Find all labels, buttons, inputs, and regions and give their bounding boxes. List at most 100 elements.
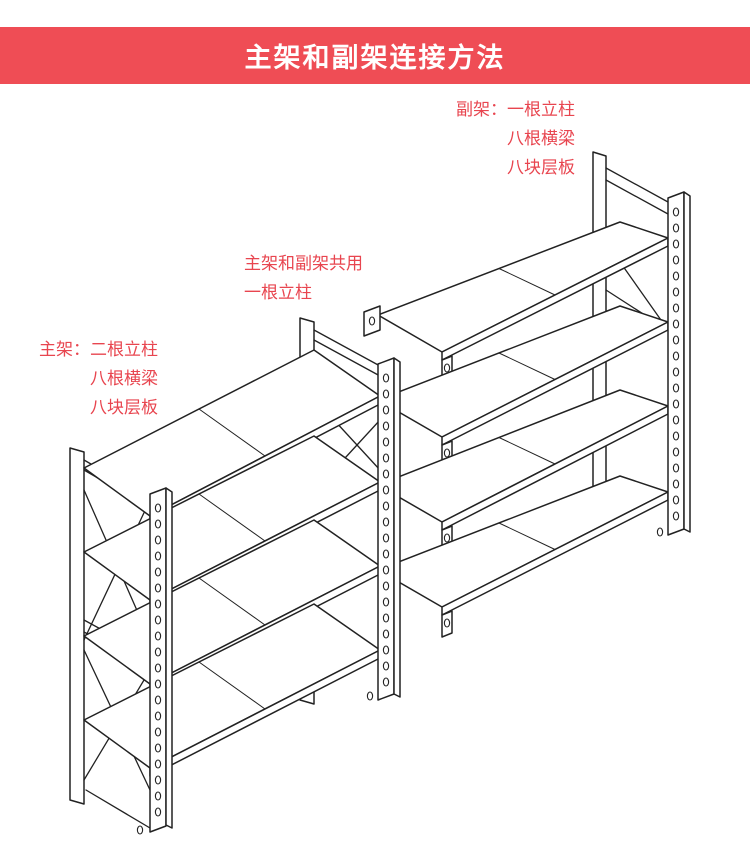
- secondary-front-post-slot: [672, 463, 680, 473]
- main-front-left-post-slot: [154, 535, 162, 545]
- shared-front-post-slot: [382, 629, 390, 639]
- annotation-line: 八块层板: [90, 398, 158, 418]
- secondary-front-post-slot: [672, 447, 680, 457]
- foot-bolt: [366, 691, 374, 701]
- secondary-front-post-slot: [672, 287, 680, 297]
- secondary-front-post-slot: [672, 223, 680, 233]
- secondary-shelf-1-seam: [498, 268, 556, 296]
- shared-front-post-slot: [382, 565, 390, 575]
- secondary-shelf-2-seam: [498, 352, 556, 380]
- shared-front-post-slot: [382, 405, 390, 415]
- bracket-hole: [443, 618, 451, 628]
- main-back-left-post: [69, 447, 85, 805]
- secondary-side-bar: [605, 179, 669, 215]
- annotation-line: 副架：一根立柱: [456, 100, 575, 120]
- foot-bolt: [136, 825, 144, 835]
- secondary-front-post-slot: [672, 303, 680, 313]
- shared-front-post-slot: [382, 437, 390, 447]
- shared-front-post-slot: [382, 533, 390, 543]
- main-shelf-2-seam: [198, 493, 266, 542]
- annotation-line: 八根横梁: [507, 129, 575, 149]
- secondary-front-post-slot: [672, 415, 680, 425]
- main-front-left-post-slot: [154, 551, 162, 561]
- main-front-left-post-slot: [154, 695, 162, 705]
- main-front-left-post-slot: [154, 663, 162, 673]
- secondary-front-post-slot: [672, 255, 680, 265]
- secondary-front-post-slot: [672, 495, 680, 505]
- main-front-left-post-slot: [154, 791, 162, 801]
- main-shelf-4-seam: [198, 661, 266, 710]
- shared-front-post-slot: [382, 373, 390, 383]
- shared-front-post-slot: [382, 661, 390, 671]
- secondary-front-post-slot: [672, 239, 680, 249]
- main-front-left-post-slot: [154, 599, 162, 609]
- main-front-left-post-slot: [154, 631, 162, 641]
- main-front-left-post-slot: [154, 711, 162, 721]
- page-title: 主架和副架连接方法: [244, 43, 506, 74]
- main-front-left-post-side: [165, 487, 173, 829]
- shared-front-post-slot: [382, 389, 390, 399]
- shared-front-post-slot: [382, 677, 390, 687]
- shared-front-post-slot: [382, 549, 390, 559]
- annotation-line: 主架：二根立柱: [39, 340, 158, 360]
- secondary-front-post-slot: [672, 479, 680, 489]
- shared-front-post-slot: [382, 469, 390, 479]
- secondary-front-post-slot: [672, 335, 680, 345]
- shared-front-post-slot: [382, 597, 390, 607]
- secondary-front-post-slot: [672, 431, 680, 441]
- main-front-left-post-slot: [154, 519, 162, 529]
- annotation-line: 一根立柱: [244, 283, 312, 303]
- main-front-left-post-slot: [154, 743, 162, 753]
- main-shelf-1-seam: [198, 408, 266, 457]
- main-front-left-post-slot: [154, 807, 162, 817]
- main-front-left-post-slot: [154, 775, 162, 785]
- shared-post-annotation: 主架和副架共用 一根立柱: [244, 250, 363, 308]
- secondary-frame-annotation: 副架：一根立柱 八根横梁 八块层板: [420, 96, 575, 183]
- main-front-left-post-slot: [154, 615, 162, 625]
- main-front-left-post-slot: [154, 759, 162, 769]
- secondary-front-post-slot: [672, 383, 680, 393]
- secondary-front-post-slot: [672, 271, 680, 281]
- main-front-left-post-slot: [154, 679, 162, 689]
- secondary-shelf-4-seam: [498, 522, 556, 550]
- main-front-left-post-slot: [154, 583, 162, 593]
- bracket-hole: [443, 448, 451, 458]
- annotation-line: 主架和副架共用: [244, 254, 363, 274]
- secondary-front-post-side: [683, 191, 691, 533]
- main-frame-annotation: 主架：二根立柱 八根横梁 八块层板: [10, 336, 158, 423]
- secondary-shelf-3-seam: [498, 437, 556, 465]
- main-front-left-post: [149, 487, 167, 833]
- main-front-left-post-slot: [154, 503, 162, 513]
- shared-front-post-side: [393, 357, 401, 698]
- shared-front-post-slot: [382, 645, 390, 655]
- main-base-bar: [85, 789, 151, 829]
- foot-bolt: [656, 527, 664, 537]
- main-front-left-post-slot: [154, 567, 162, 577]
- shared-front-post-slot: [382, 453, 390, 463]
- shared-front-post-slot: [382, 613, 390, 623]
- secondary-front-post-slot: [672, 399, 680, 409]
- shared-side-bar: [313, 329, 381, 367]
- main-front-left-post-slot: [154, 727, 162, 737]
- secondary-front-post-slot: [672, 207, 680, 217]
- secondary-side-bar: [605, 167, 669, 203]
- secondary-front-post-slot: [672, 511, 680, 521]
- annotation-line: 八块层板: [507, 158, 575, 178]
- bracket-hole: [443, 533, 451, 543]
- shared-front-post-slot: [382, 581, 390, 591]
- shared-front-post-slot: [382, 485, 390, 495]
- shared-front-post-slot: [382, 501, 390, 511]
- shared-side-bar: [313, 339, 381, 377]
- title-banner: 主架和副架连接方法: [0, 27, 750, 84]
- main-front-left-post-slot: [154, 647, 162, 657]
- main-shelf-3-seam: [198, 577, 266, 626]
- bracket-hole: [368, 316, 376, 326]
- shared-front-post-slot: [382, 421, 390, 431]
- shared-front-post-slot: [382, 517, 390, 527]
- secondary-front-post-slot: [672, 351, 680, 361]
- annotation-line: 八根横梁: [90, 369, 158, 389]
- secondary-front-post-slot: [672, 319, 680, 329]
- bracket-hole: [443, 363, 451, 373]
- secondary-front-post-slot: [672, 367, 680, 377]
